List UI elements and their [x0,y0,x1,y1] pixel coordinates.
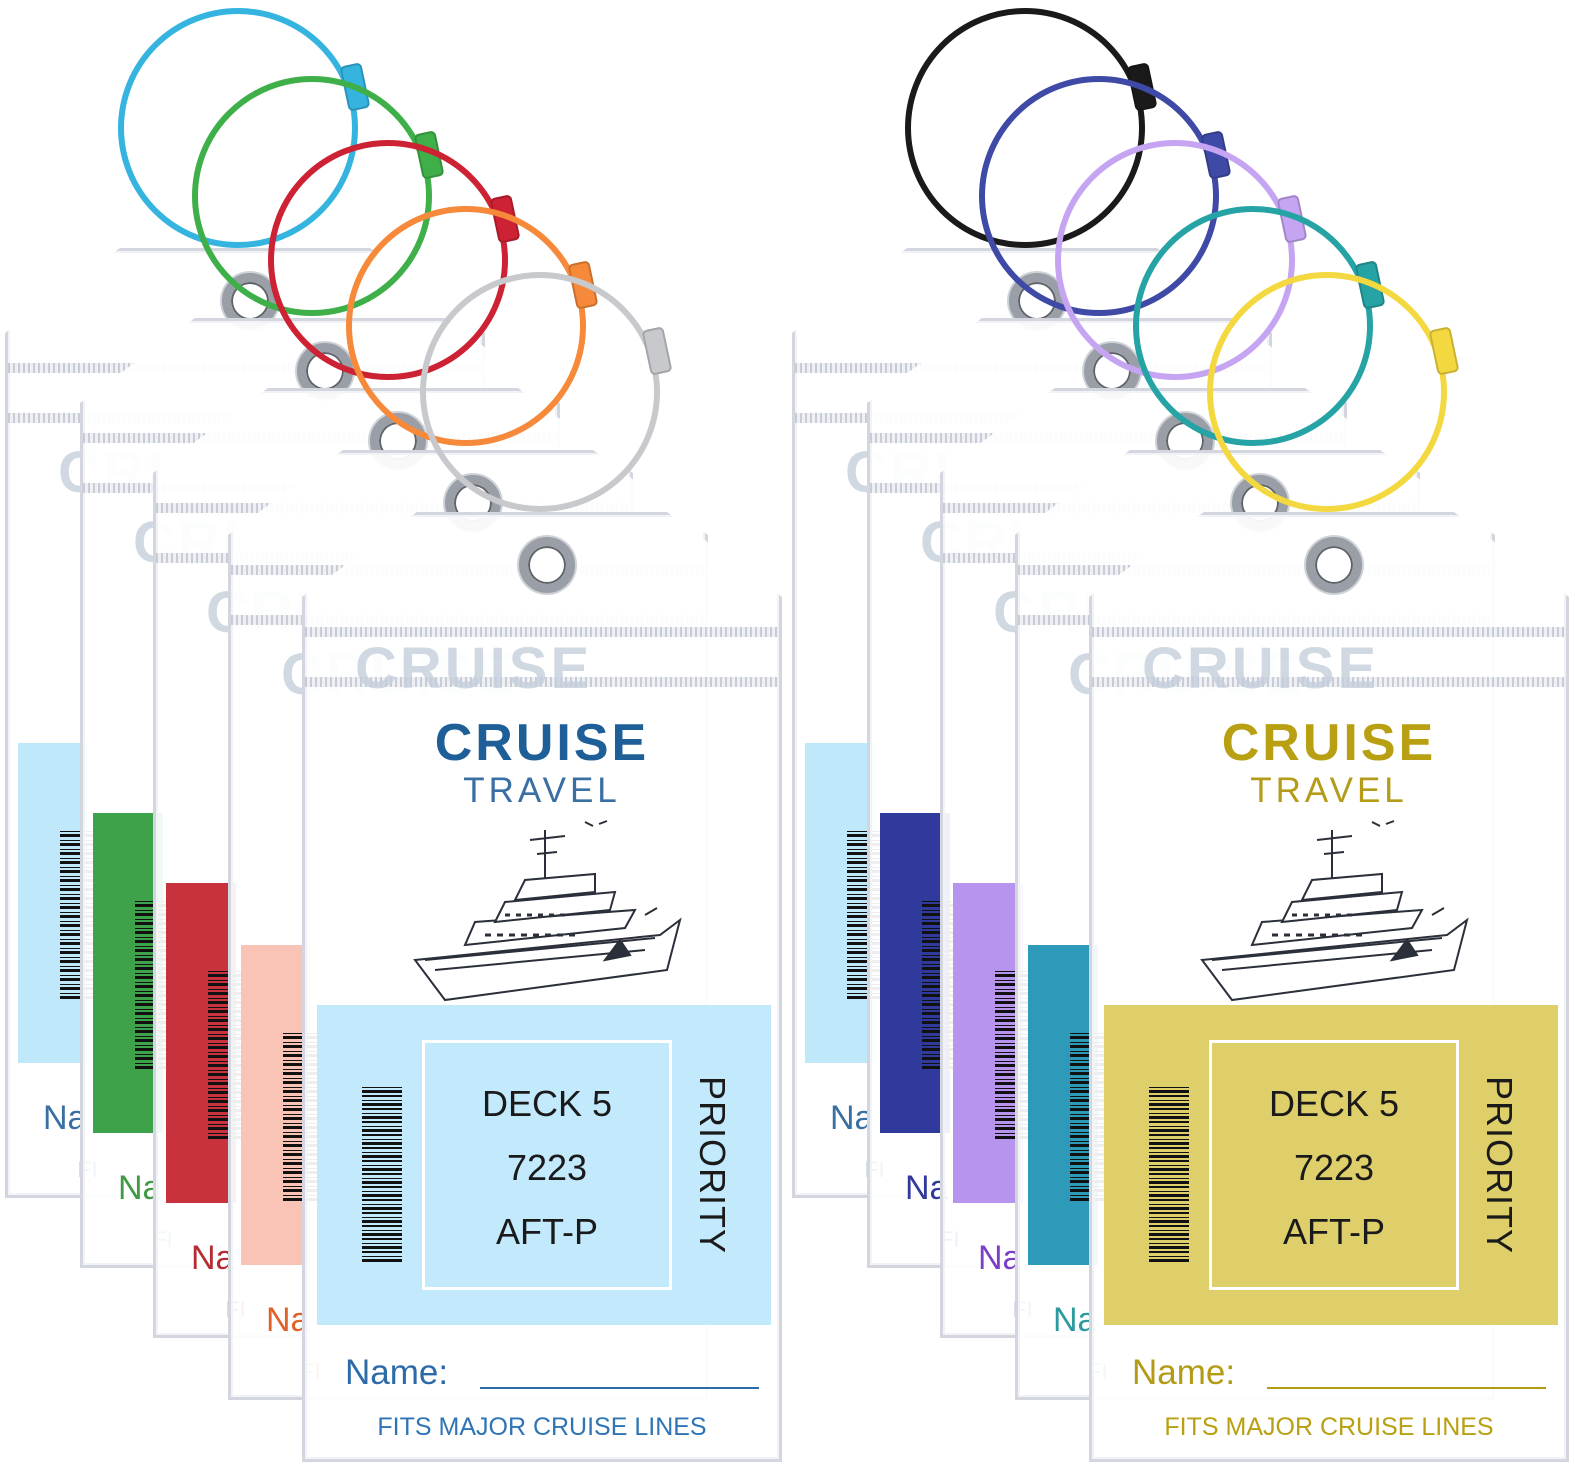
ghost-brand-text: CRUISE [1142,636,1380,701]
brand-subtitle: TRAVEL [463,771,621,810]
deck-info-line: 7223 [506,1147,588,1188]
brand-title: CRUISE [1221,714,1437,772]
name-write-line [1267,1387,1546,1389]
deck-info-line: DECK 5 [1268,1083,1400,1124]
deck-info-line: AFT-P [495,1211,598,1252]
brand-title: CRUISE [434,714,650,772]
name-label-partial: Na [978,1239,1022,1277]
ring-clasp [641,326,673,376]
barcode [362,1087,402,1262]
deck-info-line: AFT-P [1282,1211,1385,1252]
name-write-line [480,1387,759,1389]
priority-label: PRIORITY [1479,1075,1520,1255]
name-label: Name: [1132,1353,1236,1392]
ring-clasp [1428,326,1460,376]
ghost-brand-text: CRUISE [355,636,593,701]
name-label: Name: [345,1353,449,1392]
brand-subtitle: TRAVEL [1250,771,1408,810]
tag-set-left: CRUISENaFICRUISENaFICRUISENaFICRUISENaFI… [0,0,787,1471]
deck-info-line: DECK 5 [481,1083,613,1124]
deck-info-frame [422,1040,672,1290]
fits-caption: FITS MAJOR CRUISE LINES [377,1413,707,1441]
deck-info-frame [1209,1040,1459,1290]
key-ring [1207,272,1460,512]
name-label-partial: Na [191,1239,235,1277]
cruise-ship-illustration [1192,810,1482,1010]
zipper-seal [1092,677,1566,687]
grommet-eyelet [1306,537,1362,593]
deck-info-line: 7223 [1293,1147,1375,1188]
fits-caption: FITS MAJOR CRUISE LINES [1164,1413,1494,1441]
barcode [1149,1087,1189,1262]
name-label-partial: Na [830,1099,874,1137]
tag-set-right: CRUISENaFICRUISENaFICRUISENaFICRUISENaFI… [787,0,1574,1471]
zipper-seal [305,677,779,687]
name-label-partial: Na [43,1099,87,1137]
priority-label: PRIORITY [692,1075,733,1255]
zipper-seal [1092,627,1566,637]
cruise-ship-illustration [405,810,695,1010]
grommet-eyelet [519,537,575,593]
key-ring [420,272,673,512]
zipper-seal [305,627,779,637]
